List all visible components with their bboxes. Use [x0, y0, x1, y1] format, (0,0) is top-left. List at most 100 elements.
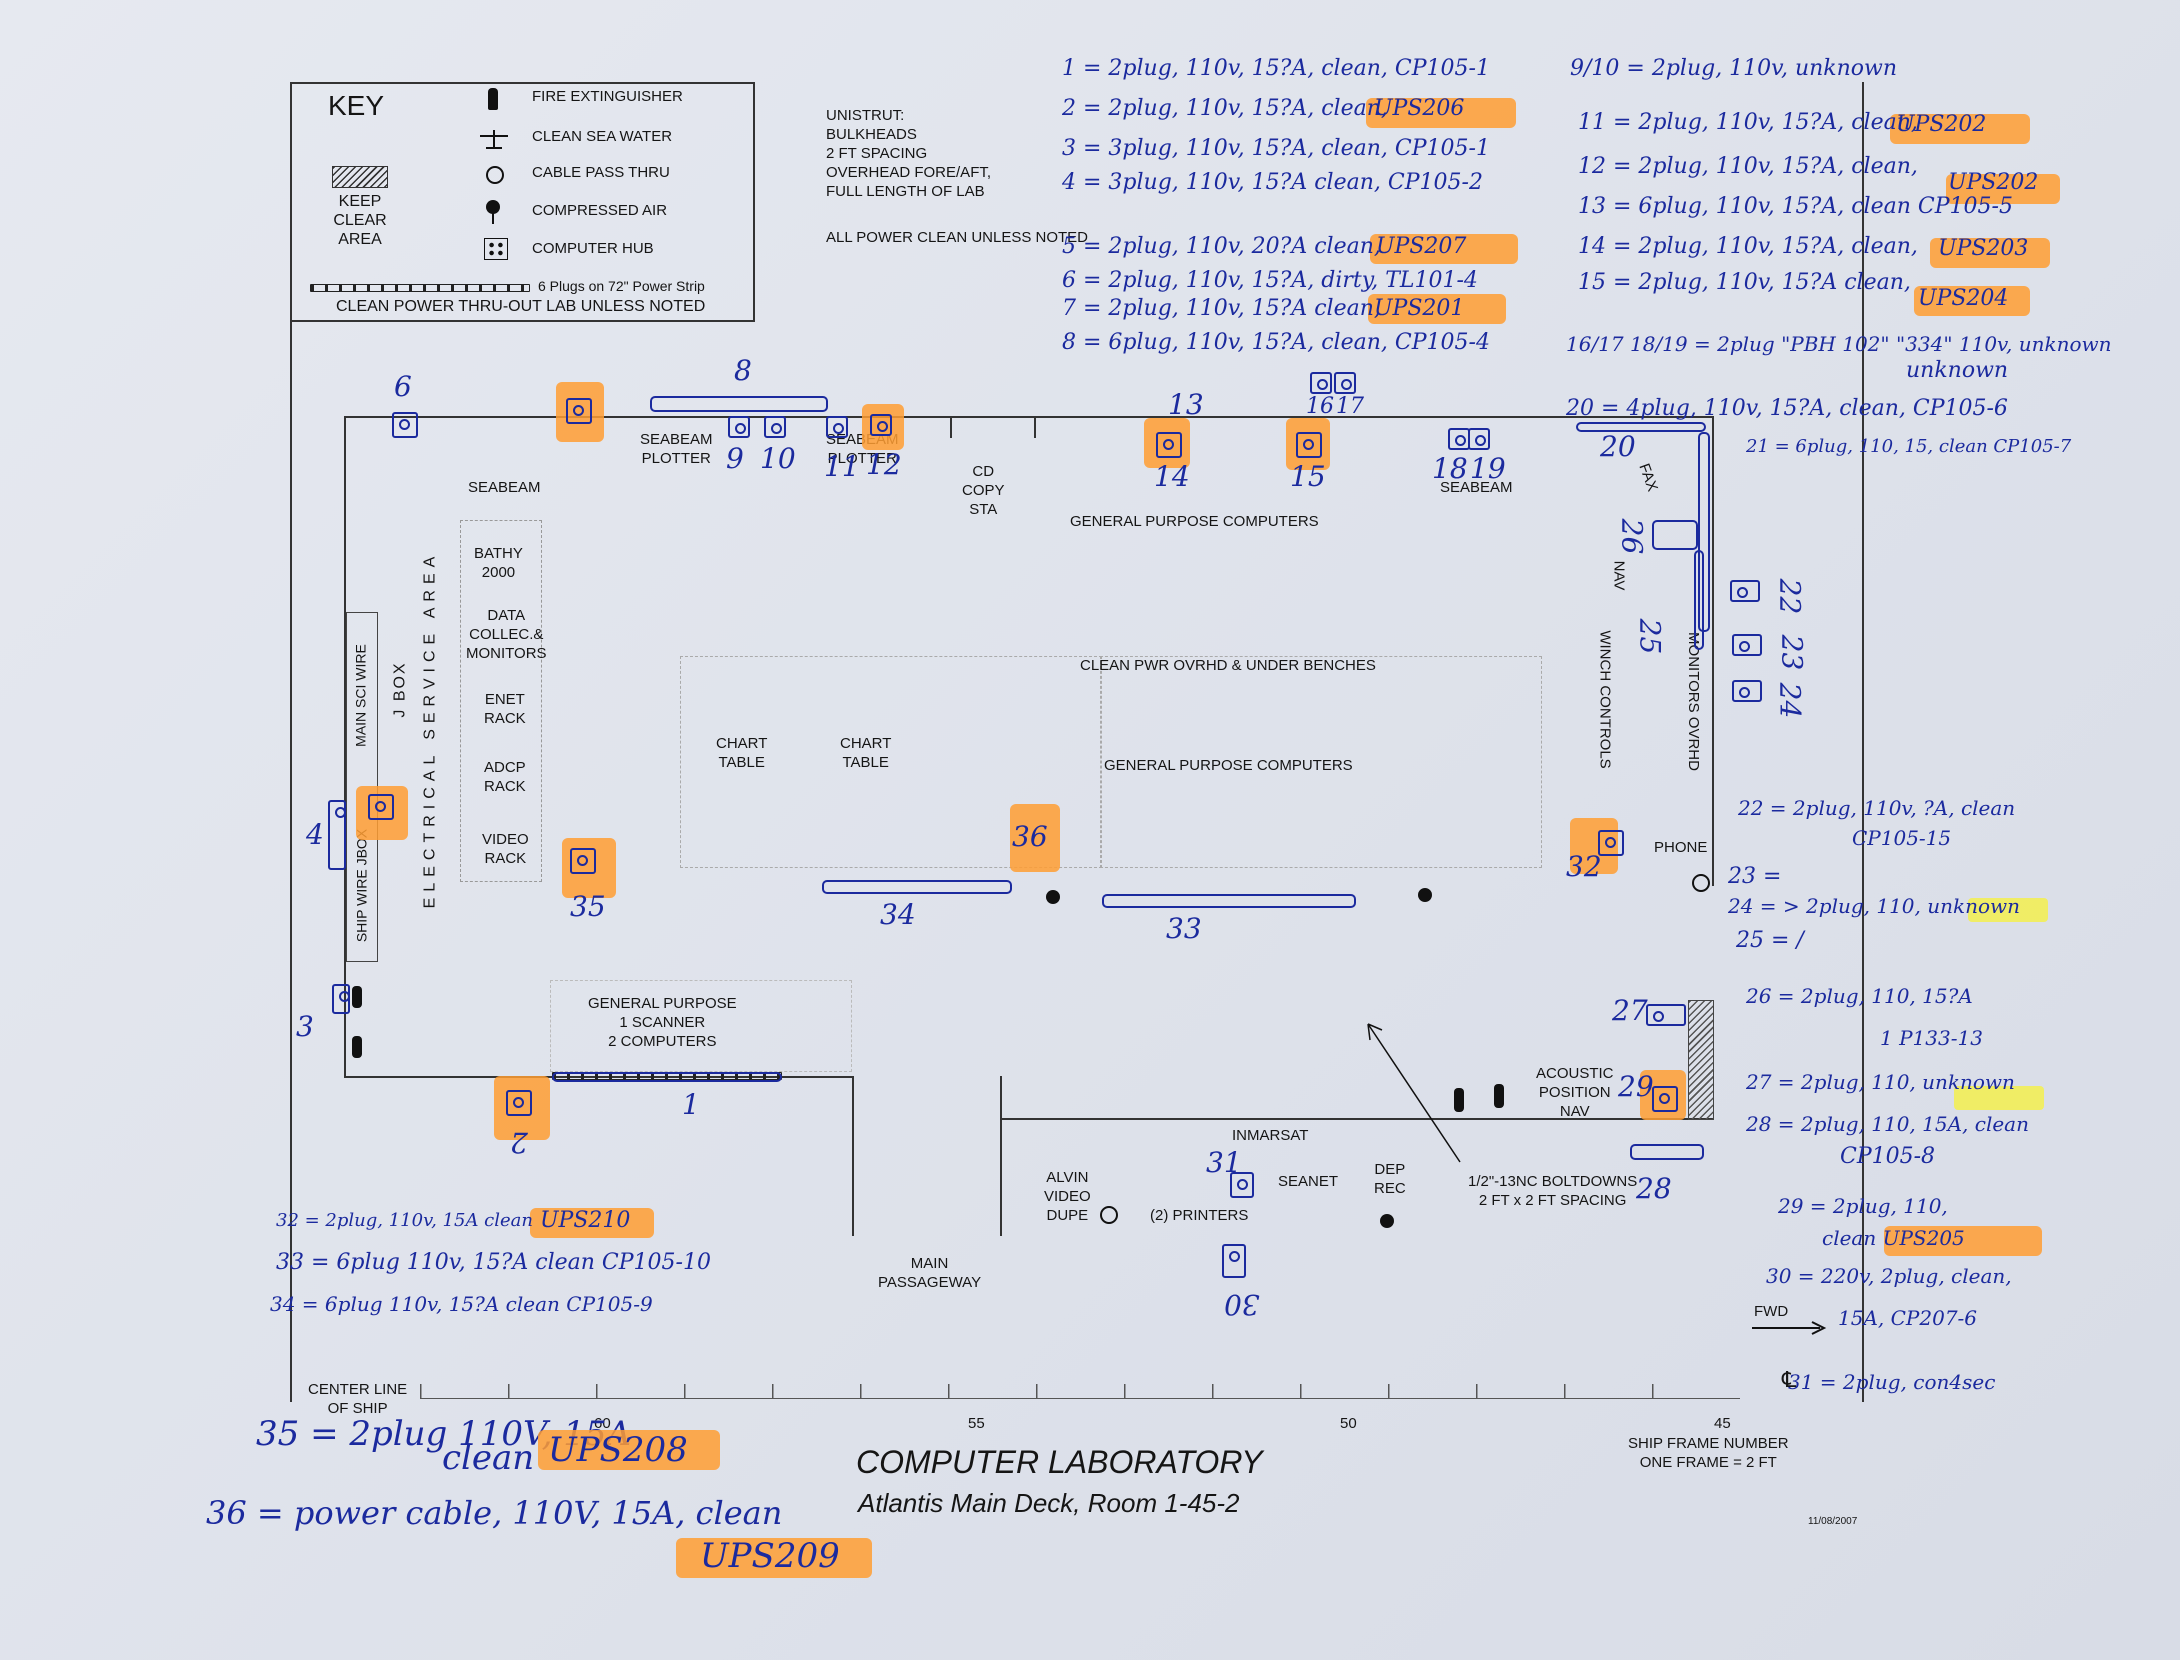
- note-34: 34 = 6plug 110v, 15?A clean CP105-9: [270, 1292, 653, 1316]
- note-32-ups: UPS210: [540, 1208, 631, 1233]
- data-collec-label: DATA COLLEC.& MONITORS: [466, 607, 547, 662]
- note-36-highlight: [676, 1538, 872, 1578]
- cd-alcove-left: [950, 416, 952, 438]
- hub-27: [1646, 1004, 1686, 1026]
- note-32-highlight: [530, 1208, 654, 1238]
- hub-19: [1468, 428, 1490, 450]
- bottom-wall-far: [1420, 1118, 1714, 1120]
- key-item-label: CABLE PASS THRU: [532, 164, 670, 181]
- cable-pass-circle-icon: [1100, 1206, 1118, 1224]
- valve-icon: [478, 128, 510, 149]
- keep-clear-hatch: [1688, 1000, 1714, 1120]
- diagram-title: COMPUTER LABORATORY: [856, 1444, 1263, 1480]
- note-12-highlight: [1946, 174, 2060, 204]
- note-16-19-b: unknown: [1906, 358, 2009, 383]
- marker-11: 11: [824, 450, 860, 483]
- cd-copy-label: CD COPY STA: [962, 463, 1005, 518]
- inmarsat-label: INMARSAT: [1232, 1127, 1309, 1144]
- main-sci-wire-label: MAIN SCI WIRE: [352, 644, 369, 747]
- center-line-label: CENTER LINE OF SHIP: [308, 1381, 408, 1417]
- marker-26: 26: [1615, 518, 1649, 555]
- marker-24: 24: [1773, 682, 1807, 719]
- hub-12: [870, 414, 892, 436]
- marker-32: 32: [1566, 850, 1602, 883]
- hub-9: [728, 416, 750, 438]
- marker-1: 1: [682, 1088, 700, 1121]
- marker-8: 8: [734, 354, 752, 387]
- fire-extinguisher-icon: [352, 1036, 362, 1058]
- marker-34: 34: [880, 898, 916, 931]
- pin-icon: [486, 200, 500, 214]
- hub-7: [566, 398, 592, 424]
- fax-label: FAX: [1635, 461, 1662, 494]
- marker-17: 17: [1336, 394, 1364, 419]
- note-15-highlight: [1914, 286, 2030, 316]
- hub-4: [328, 800, 346, 870]
- note-28: 28 = 2plug, 110, 15A, clean: [1746, 1112, 2029, 1136]
- hub-32: [1598, 830, 1624, 856]
- adcp-rack-label: ADCP RACK: [484, 759, 526, 795]
- phone-circle-icon: [1692, 874, 1710, 892]
- fwd-arrow-icon: [1752, 1321, 1827, 1335]
- centerline-symbol: ℄: [1782, 1367, 1797, 1392]
- note-33: 33 = 6plug 110v, 15?A clean CP105-10: [276, 1250, 711, 1275]
- marker-22: 22: [1773, 578, 1807, 615]
- keep-clear-swatch: [332, 166, 388, 188]
- strip-33: [1102, 894, 1356, 908]
- marker-33: 33: [1166, 912, 1202, 945]
- note-4: 4 = 3plug, 110v, 15?A clean, CP105-2: [1062, 170, 1483, 195]
- note-12: 12 = 2plug, 110v, 15?A, clean,: [1578, 154, 1918, 179]
- hub-31: [1230, 1172, 1254, 1198]
- hub-29: [1652, 1086, 1678, 1112]
- marker-9: 9: [726, 442, 744, 475]
- frame-axis: [420, 1384, 1740, 1399]
- acoustic-label: ACOUSTIC POSITION NAV: [1536, 1065, 1614, 1120]
- key-item-label: FIRE EXTINGUISHER: [532, 88, 683, 105]
- gp-scanner-label: GENERAL PURPOSE 1 SCANNER 2 COMPUTERS: [588, 995, 737, 1050]
- note-21: 21 = 6plug, 110, 15, clean CP105-7: [1746, 436, 2072, 457]
- note-23: 23 =: [1728, 864, 1782, 889]
- bottom-wall-right: [1000, 1118, 1420, 1120]
- compressed-air-pin-icon: [1380, 1214, 1394, 1228]
- highlight-36: [1010, 804, 1060, 872]
- note-27-highlight: [1954, 1086, 2044, 1110]
- right-wall: [1712, 416, 1714, 886]
- marker-20: 20: [1600, 430, 1636, 463]
- marker-15: 15: [1290, 460, 1326, 493]
- hub-11: [826, 416, 848, 438]
- marker-14: 14: [1154, 460, 1190, 493]
- chart-table-2-label: CHART TABLE: [840, 735, 892, 771]
- marker-18: 18: [1432, 452, 1468, 485]
- strip-20: [1576, 422, 1706, 432]
- fire-extinguisher-icon: [1454, 1088, 1464, 1112]
- note-15-ups: UPS204: [1918, 286, 2009, 311]
- chart-table-1-label: CHART TABLE: [716, 735, 768, 771]
- hub-18: [1448, 428, 1470, 450]
- note-8: 8 = 6plug, 110v, 15?A, clean, CP105-4: [1062, 330, 1490, 355]
- marker-28: 28: [1636, 1172, 1672, 1205]
- marker-2: 2: [510, 1126, 528, 1159]
- enet-rack-label: ENET RACK: [484, 691, 526, 727]
- unistrut-note: UNISTRUT: BULKHEADS 2 FT SPACING OVERHEA…: [826, 107, 992, 200]
- note-3: 3 = 3plug, 110v, 15?A, clean, CP105-1: [1062, 136, 1490, 161]
- frame-50: 50: [1340, 1415, 1357, 1432]
- note-22: 22 = 2plug, 110v, ?A, clean: [1738, 796, 2016, 820]
- note-12-ups: UPS202: [1948, 170, 2039, 195]
- jbox-label: J BOX: [391, 661, 409, 718]
- left-outer-line: [290, 322, 292, 1402]
- marker-6: 6: [394, 370, 412, 403]
- gp-computers-area: [1100, 656, 1542, 868]
- dep-rec-label: DEP REC: [1374, 1161, 1406, 1197]
- hub-3: [332, 984, 350, 1014]
- cd-alcove-right: [1034, 416, 1036, 438]
- marker-25: 25: [1633, 618, 1667, 655]
- passage-left: [852, 1076, 854, 1236]
- alvin-label: ALVIN VIDEO DUPE: [1044, 1169, 1091, 1224]
- note-11: 11 = 2plug, 110v, 15?A, clean,: [1578, 110, 1918, 135]
- video-rack-label: VIDEO RACK: [482, 831, 529, 867]
- monitors-ovrhd-label: MONITORS OVRHD: [1684, 632, 1702, 771]
- printers-label: (2) PRINTERS: [1150, 1207, 1249, 1224]
- marker-27: 27: [1612, 994, 1648, 1027]
- strip-28: [1630, 1144, 1704, 1160]
- strip-1: [552, 1072, 782, 1082]
